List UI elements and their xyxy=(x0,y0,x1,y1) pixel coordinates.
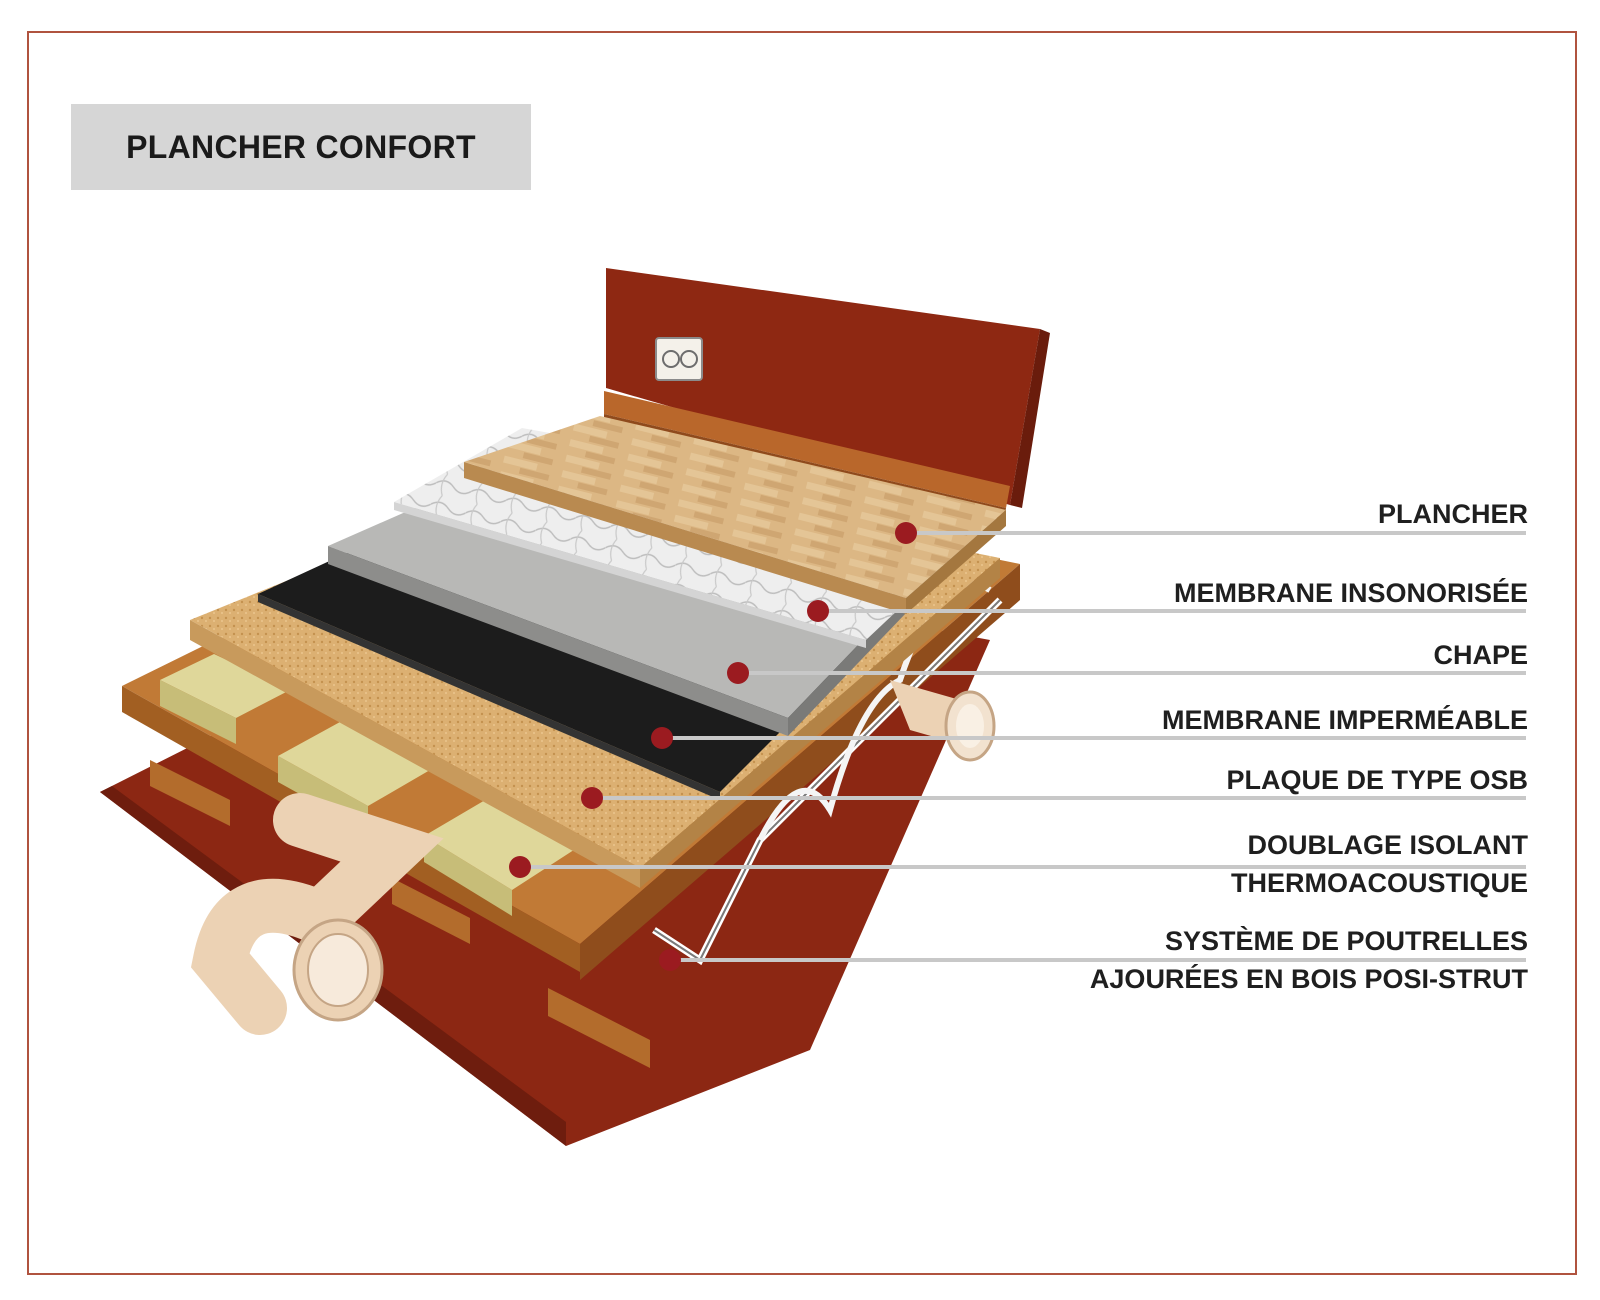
label-line: SYSTÈME DE POUTRELLES xyxy=(1164,926,1528,956)
diagram-title: PLANCHER CONFORT xyxy=(126,128,476,165)
label-line: THERMOACOUSTIQUE xyxy=(1231,868,1528,898)
label-line: MEMBRANE INSONORISÉE xyxy=(1173,578,1528,608)
label-membrane-impermeable: MEMBRANE IMPERMÉABLE xyxy=(1162,701,1528,739)
back-wall xyxy=(606,268,1050,508)
label-plancher: PLANCHER xyxy=(1378,495,1528,533)
marker-membrane-insonorisee xyxy=(807,600,829,622)
marker-poutrelles xyxy=(659,949,681,971)
label-chape: CHAPE xyxy=(1433,636,1528,674)
marker-doublage-isolant xyxy=(509,856,531,878)
pipe-front xyxy=(190,793,444,1035)
label-line: DOUBLAGE ISOLANT xyxy=(1247,830,1529,860)
leaders xyxy=(520,531,1526,962)
label-doublage-isolant: DOUBLAGE ISOLANT THERMOACOUSTIQUE xyxy=(1231,826,1528,902)
marker-membrane-impermeable xyxy=(651,727,673,749)
label-line: PLAQUE DE TYPE OSB xyxy=(1226,765,1528,795)
markers xyxy=(509,522,917,971)
marker-plaque-osb xyxy=(581,787,603,809)
diagram-frame xyxy=(27,31,1577,1275)
label-line: AJOURÉES EN BOIS POSI-STRUT xyxy=(1089,964,1528,994)
title-box: PLANCHER CONFORT xyxy=(71,104,531,190)
label-poutrelles: SYSTÈME DE POUTRELLES AJOURÉES EN BOIS P… xyxy=(1090,922,1528,998)
label-membrane-insonorisee: MEMBRANE INSONORISÉE xyxy=(1174,574,1528,612)
label-line: PLANCHER xyxy=(1377,499,1528,529)
label-line: CHAPE xyxy=(1433,640,1528,670)
label-line: MEMBRANE IMPERMÉABLE xyxy=(1161,705,1528,735)
outlet-icon xyxy=(655,337,703,381)
marker-chape xyxy=(727,662,749,684)
marker-plancher xyxy=(895,522,917,544)
label-plaque-osb: PLAQUE DE TYPE OSB xyxy=(1226,761,1528,799)
layer-plancher xyxy=(464,416,1006,614)
